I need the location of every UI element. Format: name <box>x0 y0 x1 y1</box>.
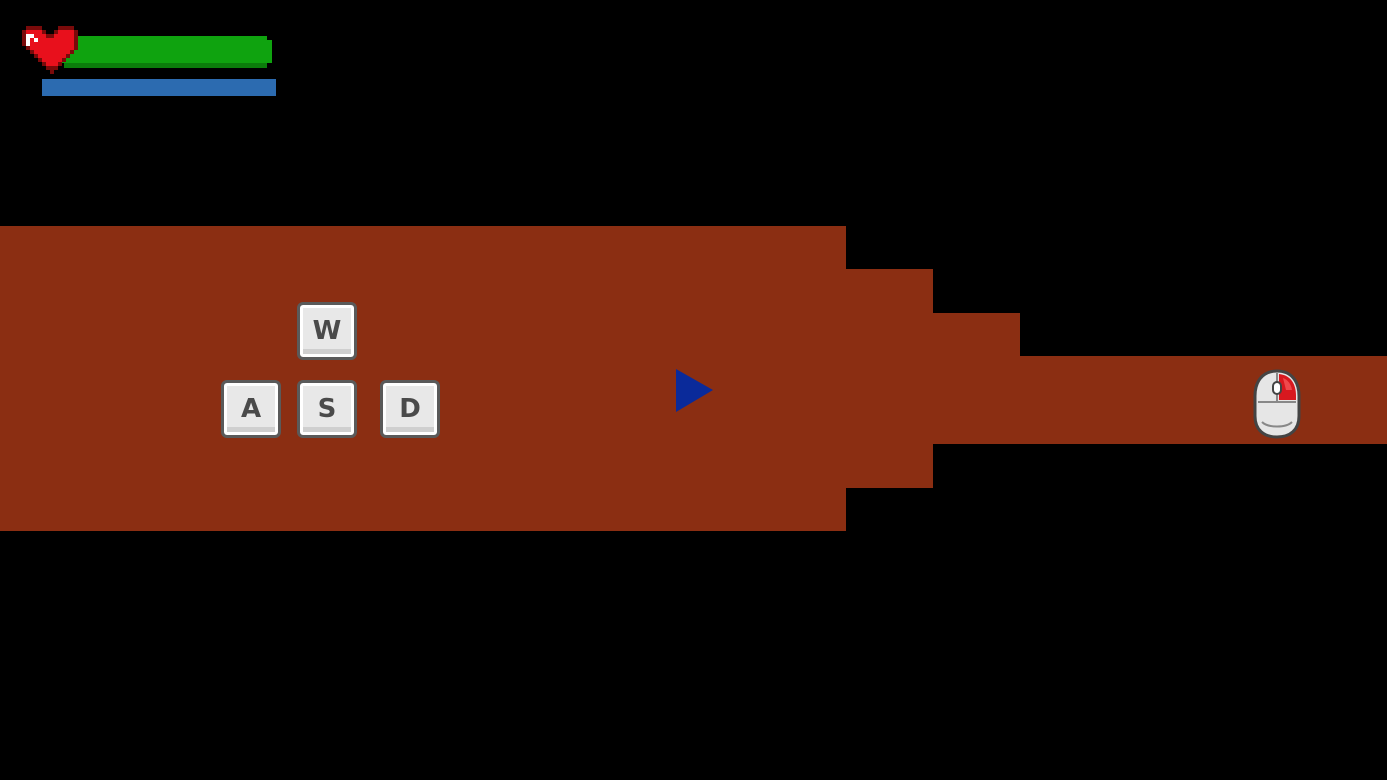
key-s-hint: S <box>297 380 357 438</box>
health-bar-fill <box>60 36 272 68</box>
floor-main-room <box>0 226 846 531</box>
player-triangle-icon <box>676 369 713 412</box>
floor-step-1 <box>845 269 933 488</box>
key-w-hint: W <box>297 302 357 360</box>
floor-corridor <box>1019 356 1387 444</box>
mana-bar-fill <box>42 79 276 96</box>
heart-icon <box>22 26 78 74</box>
mouse-icon <box>1253 369 1301 439</box>
key-a-hint: A <box>221 380 281 438</box>
floor-step-2 <box>932 313 1020 444</box>
mana-bar <box>42 79 276 96</box>
health-bar <box>60 36 272 68</box>
key-d-hint: D <box>380 380 440 438</box>
